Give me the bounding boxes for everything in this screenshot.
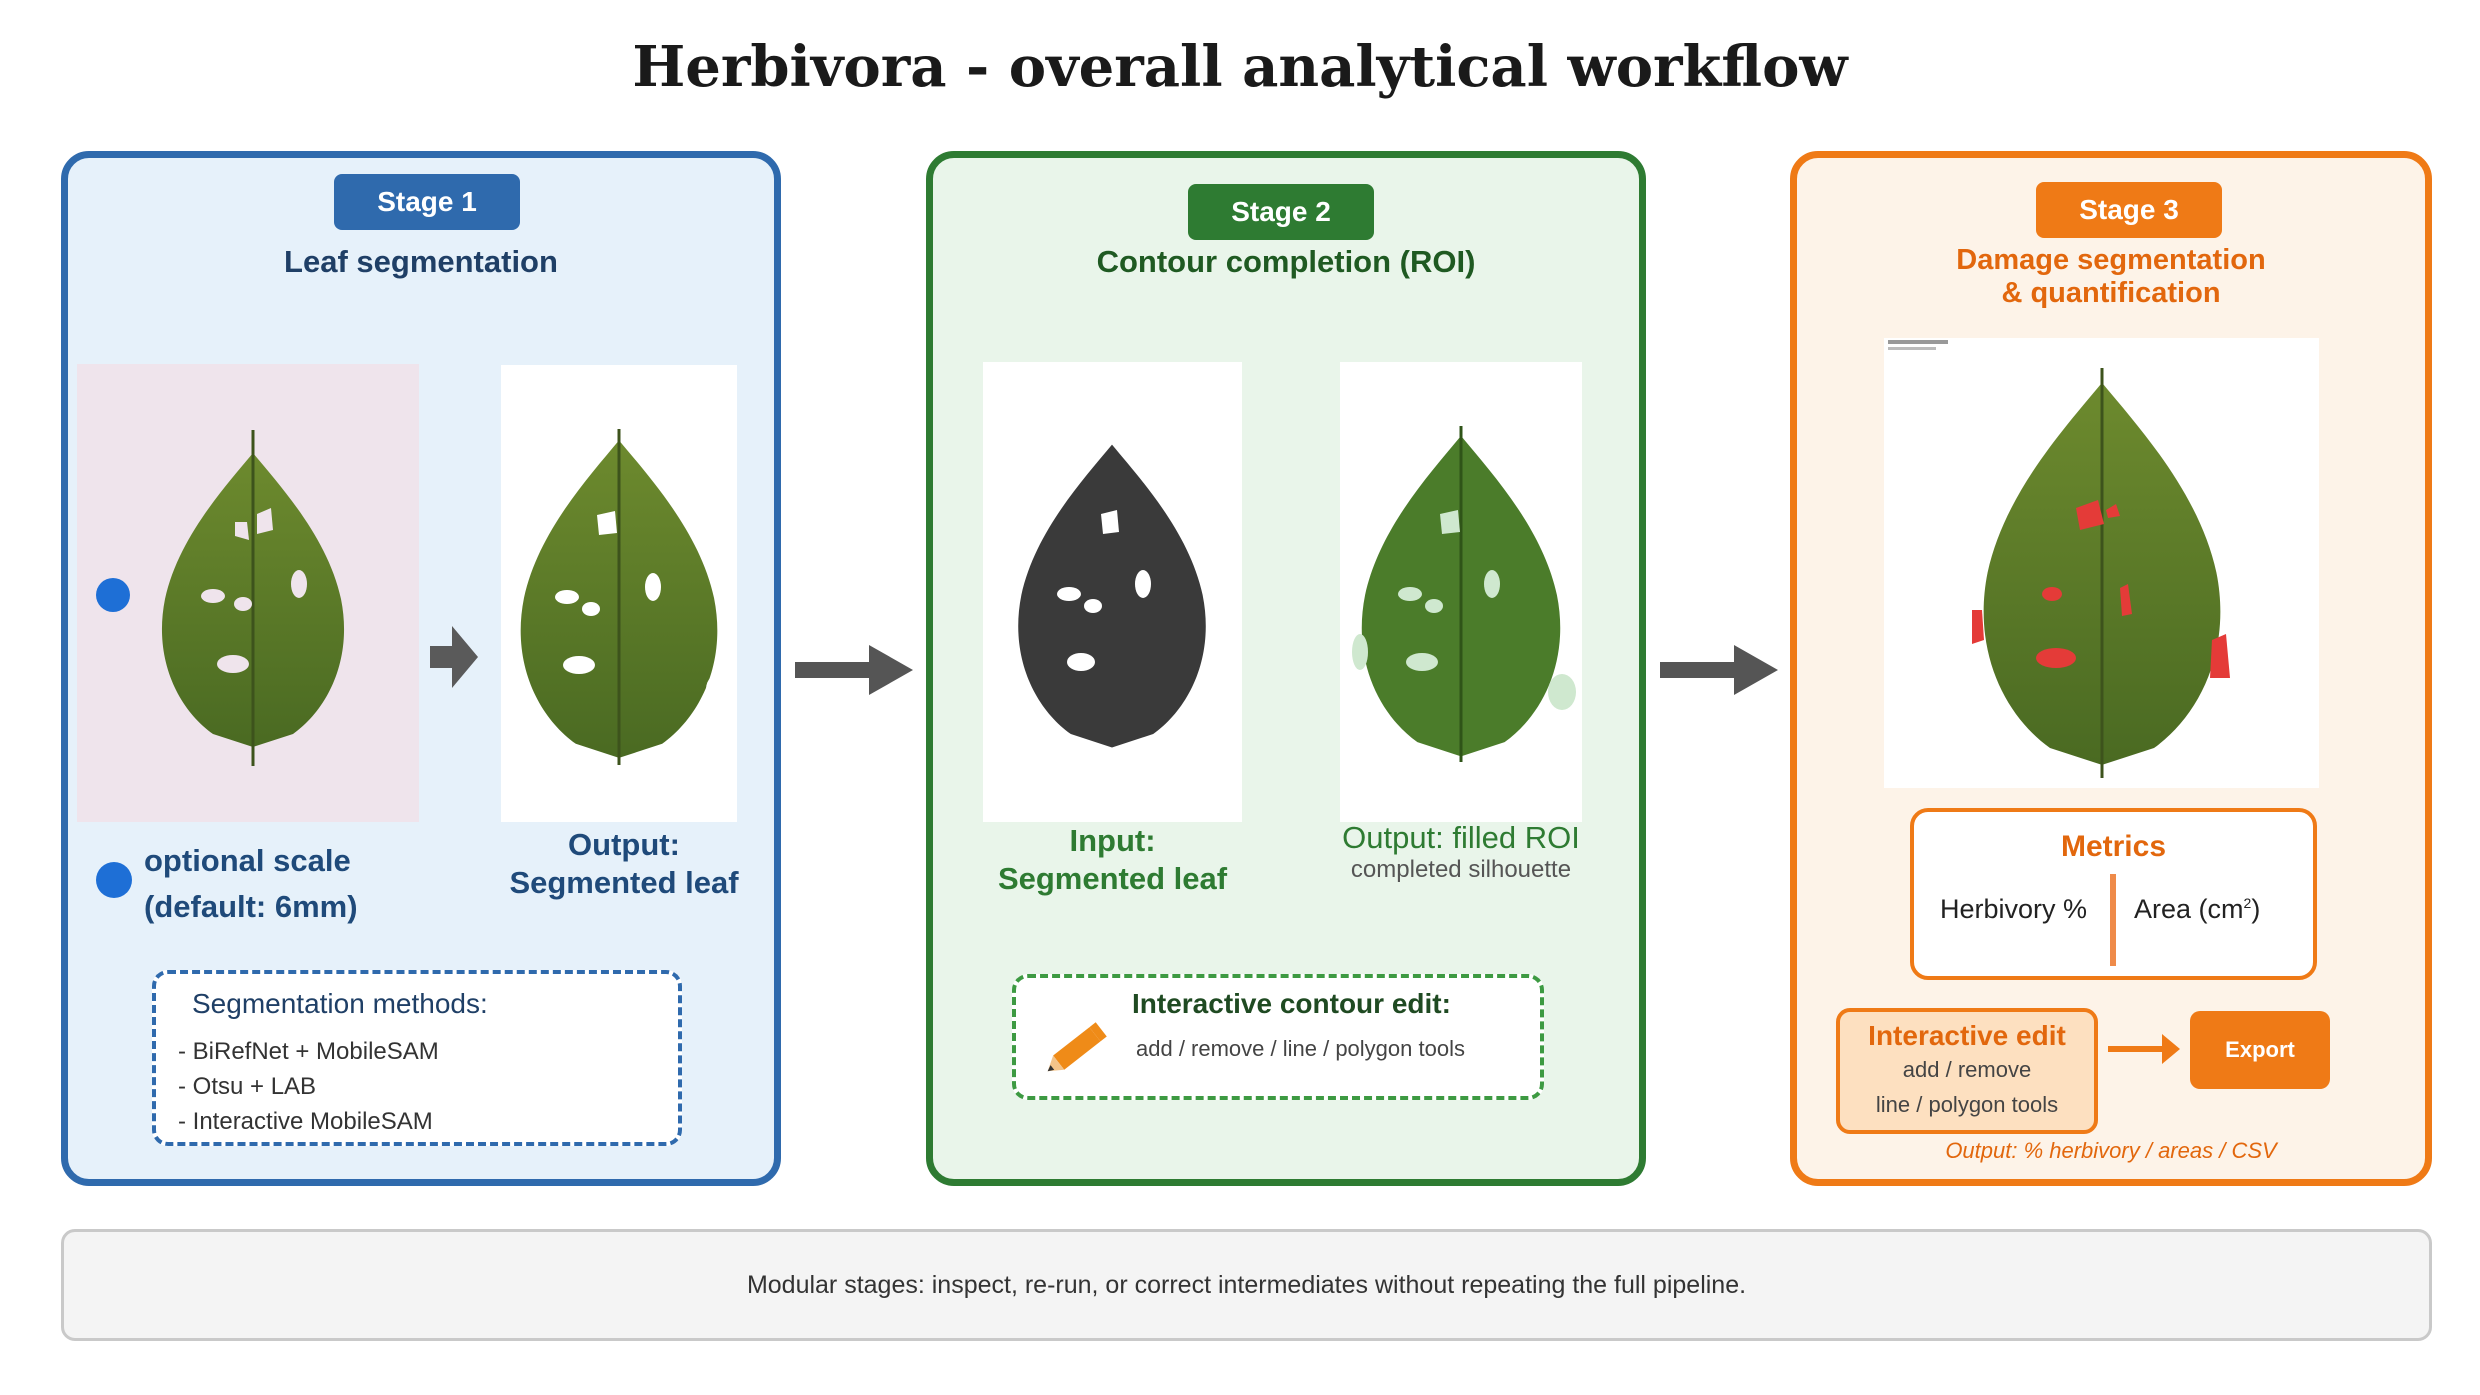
footer-note: Modular stages: inspect, re-run, or corr… [61, 1229, 2432, 1341]
segmentation-methods-box: Segmentation methods: - BiRefNet + Mobil… [152, 970, 682, 1146]
stage1-output-line2: Segmented leaf [509, 865, 739, 900]
stage2-badge: Stage 2 [1188, 184, 1374, 240]
stage1-output-line1: Output: [568, 827, 680, 862]
scale-marker-dot [96, 578, 130, 612]
stage2-input-caption: Input: Segmented leaf [983, 822, 1242, 898]
export-button[interactable]: Export [2190, 1011, 2330, 1089]
scale-label-line2: (default: 6mm) [144, 889, 358, 924]
stage-arrow-2-icon [1660, 645, 1778, 700]
stage2-subtitle: Contour completion (ROI) [1096, 244, 1476, 279]
interactive-edit-box[interactable]: Interactive edit add / remove line / pol… [1836, 1008, 2098, 1134]
stage1-badge: Stage 1 [334, 174, 520, 230]
interactive-edit-line1: add / remove [1902, 1057, 2032, 1082]
page-title: Herbivora - overall analytical workflow [632, 34, 1848, 100]
metric-area-text: Area (cm [2134, 894, 2244, 924]
stage2-output-caption: Output: filled ROI completed silhouette [1320, 820, 1602, 884]
stage2-output-line2: completed silhouette [1350, 856, 1572, 883]
stage2-output-line1: Output: filled ROI [1342, 820, 1580, 855]
stage3-output-note: Output: % herbivory / areas / CSV [1945, 1138, 2277, 1163]
input-photo [77, 364, 419, 822]
stage1-inner-arrow-icon [430, 626, 478, 693]
stage1-subtitle: Leaf segmentation [284, 244, 558, 279]
scale-label-line1: optional scale [144, 843, 351, 878]
method-item: - Interactive MobileSAM [178, 1108, 433, 1135]
metrics-title: Metrics [2060, 830, 2167, 863]
contour-edit-title: Interactive contour edit: [1132, 988, 1451, 1019]
interactive-edit-line2: line / polygon tools [1875, 1092, 2059, 1117]
pencil-icon [1044, 1020, 1114, 1081]
metric-herbivory: Herbivory % [1940, 894, 2088, 924]
stage3-badge: Stage 3 [2036, 182, 2222, 238]
stage3-subtitle-line1: Damage segmentation [1956, 244, 2266, 276]
stage-arrow-1-icon [795, 645, 913, 700]
scale-legend-dot [96, 862, 132, 898]
method-item: - BiRefNet + MobileSAM [178, 1038, 439, 1065]
stage3-subtitle: Damage segmentation & quantification [1790, 244, 2432, 310]
metric-area-end: ) [2251, 894, 2261, 924]
stage3-subtitle-line2: & quantification [2001, 277, 2221, 309]
filled-roi-image [1340, 362, 1582, 822]
methods-title: Segmentation methods: [192, 988, 488, 1019]
stage2-input-line2: Segmented leaf [997, 861, 1228, 896]
metrics-box: Metrics Herbivory % Area (cm2) [1910, 808, 2317, 980]
methods-list: - BiRefNet + MobileSAM - Otsu + LAB - In… [178, 1034, 439, 1139]
metrics-divider [2110, 874, 2116, 966]
stage1-output-caption: Output: Segmented leaf [494, 826, 754, 902]
segmented-leaf-image [501, 365, 740, 822]
contour-edit-tools: add / remove / line / polygon tools [1136, 1036, 1465, 1061]
scale-label: optional scale (default: 6mm) [144, 838, 358, 930]
damage-result-image [1884, 338, 2319, 788]
metric-area-sup: 2 [2243, 895, 2252, 911]
export-arrow-icon [2108, 1032, 2180, 1071]
contour-edit-box: Interactive contour edit: add / remove /… [1012, 974, 1544, 1100]
method-item: - Otsu + LAB [178, 1073, 317, 1100]
metric-area: Area (cm2) [2134, 894, 2260, 925]
leaf-photo-image [77, 430, 387, 766]
mask-input-image [983, 362, 1242, 822]
interactive-edit-title: Interactive edit [1868, 1020, 2066, 1051]
stage2-input-line1: Input: [1069, 823, 1156, 858]
